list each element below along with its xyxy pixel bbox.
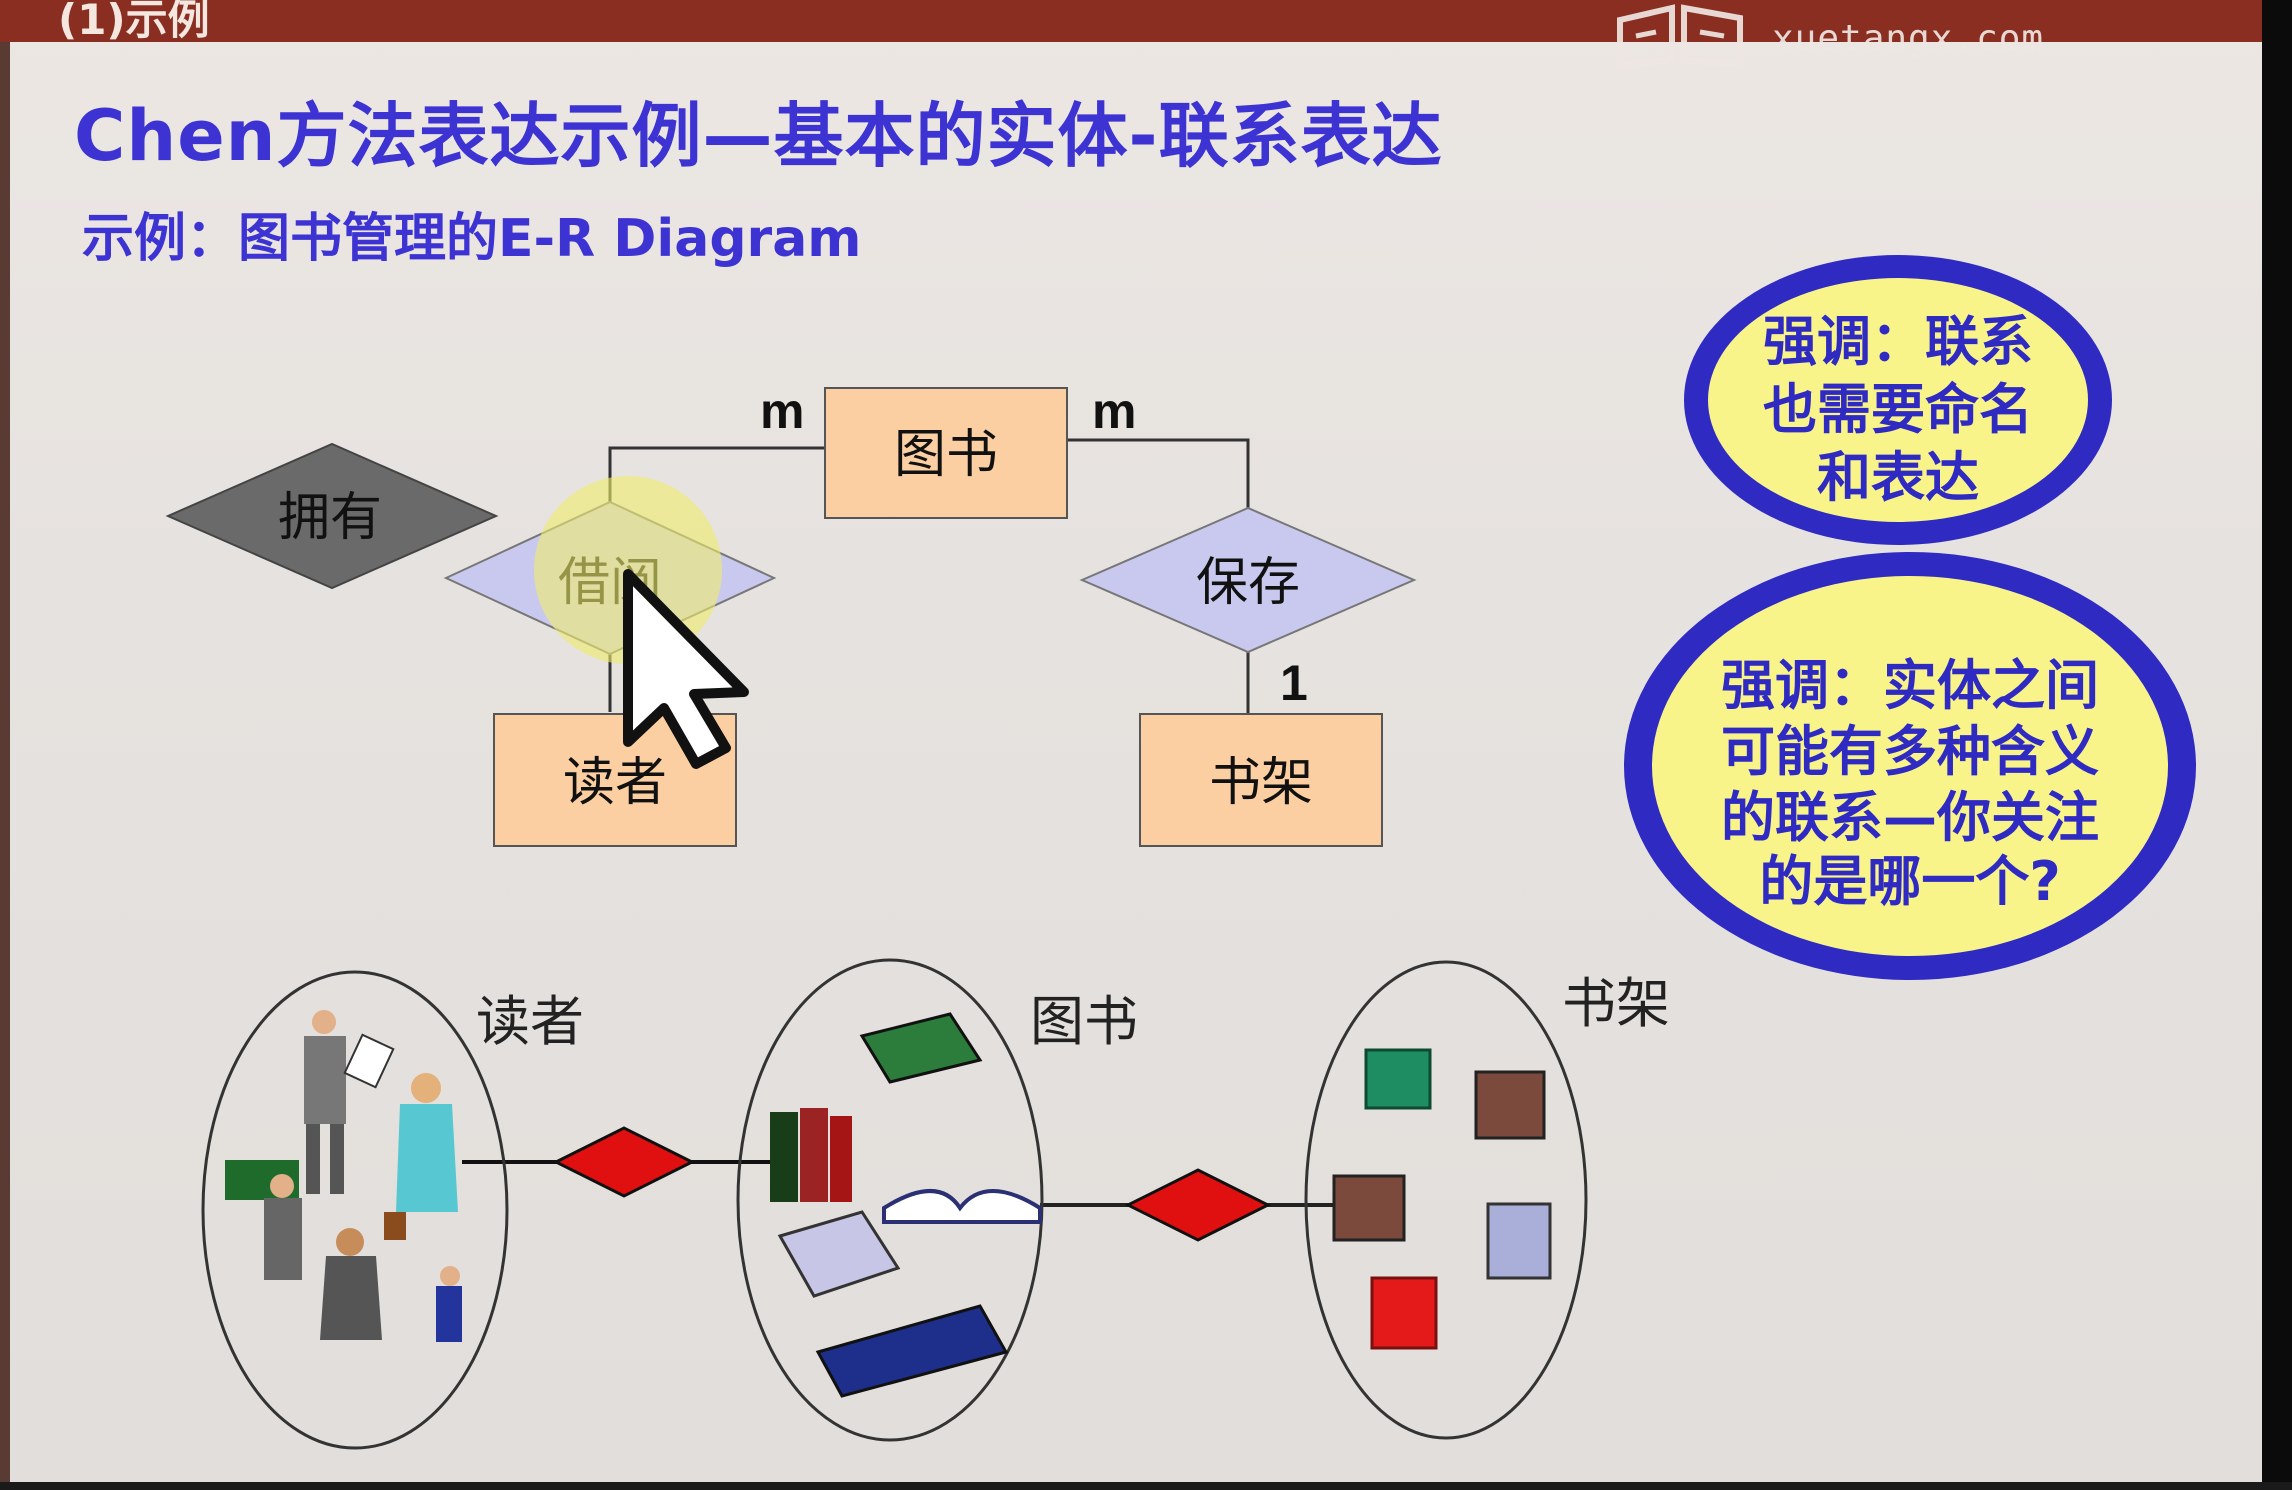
right-frame-edge bbox=[2262, 0, 2292, 1490]
books-oval bbox=[736, 958, 1044, 1442]
bottom-frame-edge bbox=[0, 1482, 2292, 1490]
cursor-arrow-icon bbox=[623, 569, 749, 769]
brand-url: xuetangx.com bbox=[1772, 18, 2045, 59]
callout-second-line-4: 的是哪一个? bbox=[1759, 850, 2060, 913]
books-clipart-icon bbox=[770, 1012, 1042, 1398]
books-label: 图书 bbox=[1030, 990, 1138, 1053]
callout-second-line-1: 强调：实体之间 bbox=[1721, 654, 2099, 717]
entity-book: 图书 bbox=[824, 387, 1068, 519]
entity-shelf-label: 书架 bbox=[1209, 753, 1313, 813]
shelves-clipart-icon bbox=[1332, 1048, 1552, 1350]
line-book-save bbox=[1066, 438, 1250, 508]
cardinality-save-shelf: 1 bbox=[1280, 655, 1308, 711]
page-subtitle: 示例：图书管理的E-R Diagram bbox=[82, 209, 862, 269]
callout-first-line-3: 和表达 bbox=[1817, 446, 1979, 509]
left-frame-edge bbox=[0, 42, 10, 1490]
cardinality-book-borrow: m bbox=[760, 383, 804, 439]
readers-oval bbox=[201, 970, 509, 1450]
section-label: (1)示例 bbox=[58, 0, 210, 44]
cardinality-book-save: m bbox=[1092, 383, 1136, 439]
relationship-own: 拥有 bbox=[165, 442, 499, 590]
book-logo-icon bbox=[1617, 4, 1743, 70]
illustration: 读者 图书 书架 bbox=[201, 958, 1670, 1450]
relationship-save: 保存 bbox=[1079, 506, 1417, 654]
page-title: Chen方法表达示例—基本的实体-联系表达 bbox=[74, 95, 1443, 177]
header-bar: (1)示例 bbox=[0, 0, 2292, 44]
relation-marker-borrow bbox=[552, 1126, 696, 1198]
entity-reader-label: 读者 bbox=[563, 753, 667, 813]
entity-shelf: 书架 bbox=[1139, 713, 1383, 847]
callout-first-line-2: 也需要命名 bbox=[1763, 378, 2033, 441]
callout-second-line-2: 可能有多种含义 bbox=[1721, 720, 2099, 783]
readers-label: 读者 bbox=[476, 990, 584, 1053]
entity-book-label: 图书 bbox=[894, 425, 998, 485]
relationship-own-label: 拥有 bbox=[278, 488, 382, 548]
entity-reader: 读者 bbox=[493, 713, 737, 847]
relation-marker-save bbox=[1124, 1168, 1272, 1242]
relationship-save-label: 保存 bbox=[1196, 553, 1300, 613]
callout-second-line-3: 的联系—你关注 bbox=[1721, 786, 2099, 849]
callout-relationship-naming: 强调：联系 也需要命名 和表达 bbox=[1684, 255, 2112, 545]
callout-multiple-relationships: 强调：实体之间 可能有多种含义 的联系—你关注 的是哪一个? bbox=[1624, 552, 2196, 980]
shelves-oval bbox=[1304, 960, 1588, 1440]
brand-watermark: xuetangx.com bbox=[1612, 0, 2044, 72]
people-clipart-icon bbox=[225, 1010, 462, 1342]
shelves-label: 书架 bbox=[1562, 972, 1670, 1035]
callout-first-line-1: 强调：联系 bbox=[1763, 310, 2033, 373]
